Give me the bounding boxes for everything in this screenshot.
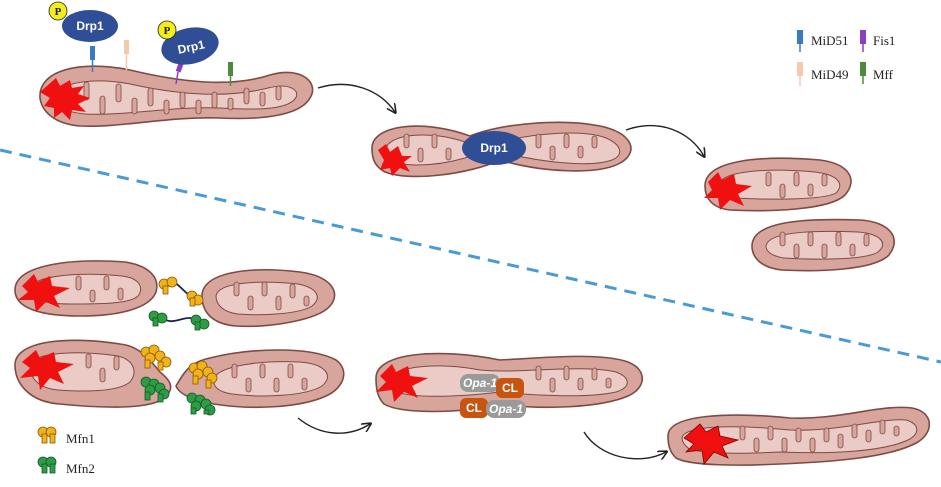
drp1-label: Drp1 — [480, 141, 508, 155]
opa1-cl-complex: Opa-1 CL CL Opa-1 — [460, 374, 526, 418]
legend-item-mid49: MiD49 — [797, 62, 849, 86]
receptor-mid51 — [90, 46, 95, 72]
daughter-mitochondrion-healthy — [751, 218, 895, 272]
svg-text:MiD49: MiD49 — [811, 67, 849, 82]
drp1-phospho-1: Drp1 P — [48, 1, 118, 42]
svg-text:MiD51: MiD51 — [811, 33, 849, 48]
legend-receptors: MiD51 Fis1 MiD49 Mff — [797, 30, 895, 86]
svg-text:Mfn1: Mfn1 — [66, 431, 95, 446]
mitochondrion-tether-left — [14, 260, 158, 317]
damage-spot — [378, 144, 412, 176]
drp1-label: Drp1 — [76, 19, 104, 33]
arrow-to-constriction — [317, 83, 395, 112]
legend-item-mff: Mff — [860, 62, 894, 84]
arrow-to-fission-products — [625, 125, 704, 156]
svg-text:Mff: Mff — [873, 67, 894, 82]
opa1-protein — [486, 400, 526, 418]
drp1-ring: Drp1 — [462, 131, 526, 165]
mitochondrion-tether-right — [201, 269, 336, 328]
daughter-mitochondrion-damaged — [704, 157, 852, 212]
svg-text:CL: CL — [502, 381, 518, 395]
mfn2-protein — [148, 310, 210, 331]
arrow-to-fused-product — [583, 431, 666, 459]
mitochondrion-fusing-right — [175, 349, 345, 409]
damage-spot — [18, 274, 70, 312]
cl-protein — [496, 378, 524, 398]
svg-text:Opa-1: Opa-1 — [463, 376, 497, 390]
mitochondrion-fusing-left — [14, 339, 172, 408]
receptor-mff — [228, 62, 233, 86]
svg-text:CL: CL — [466, 401, 482, 415]
legend-mitofusins: Mfn1 Mfn2 — [37, 426, 95, 476]
damage-spot — [20, 350, 74, 390]
mfn2-protein-cluster — [140, 376, 216, 416]
mfn1-protein-cluster — [140, 344, 218, 389]
cl-protein — [460, 398, 488, 418]
legend-item-mfn2: Mfn2 — [37, 456, 95, 476]
damage-spot — [704, 172, 752, 210]
receptor-mid49 — [124, 40, 129, 70]
svg-text:Fis1: Fis1 — [873, 33, 895, 48]
drp1-phospho-2: Drp1 P — [157, 20, 219, 65]
damage-spot — [683, 423, 740, 465]
dashed-divider — [0, 148, 941, 364]
mitochondrion-pre-fission — [39, 65, 314, 128]
svg-text:Opa-1: Opa-1 — [489, 402, 523, 416]
mitochondrion-fused — [667, 406, 931, 466]
phospho-label: P — [55, 6, 62, 18]
damage-spot — [40, 78, 90, 120]
legend-item-fis1: Fis1 — [860, 30, 895, 52]
opa1-protein — [460, 374, 500, 392]
arrow-to-inner-fusion — [297, 417, 370, 434]
legend-item-mid51: MiD51 — [797, 30, 849, 52]
legend-item-mfn1: Mfn1 — [37, 426, 95, 446]
mfn1-protein — [158, 276, 204, 307]
drp1-label: Drp1 — [176, 37, 206, 56]
damage-spot — [376, 364, 428, 402]
svg-text:Mfn2: Mfn2 — [66, 461, 95, 476]
phospho-label: P — [164, 25, 171, 37]
